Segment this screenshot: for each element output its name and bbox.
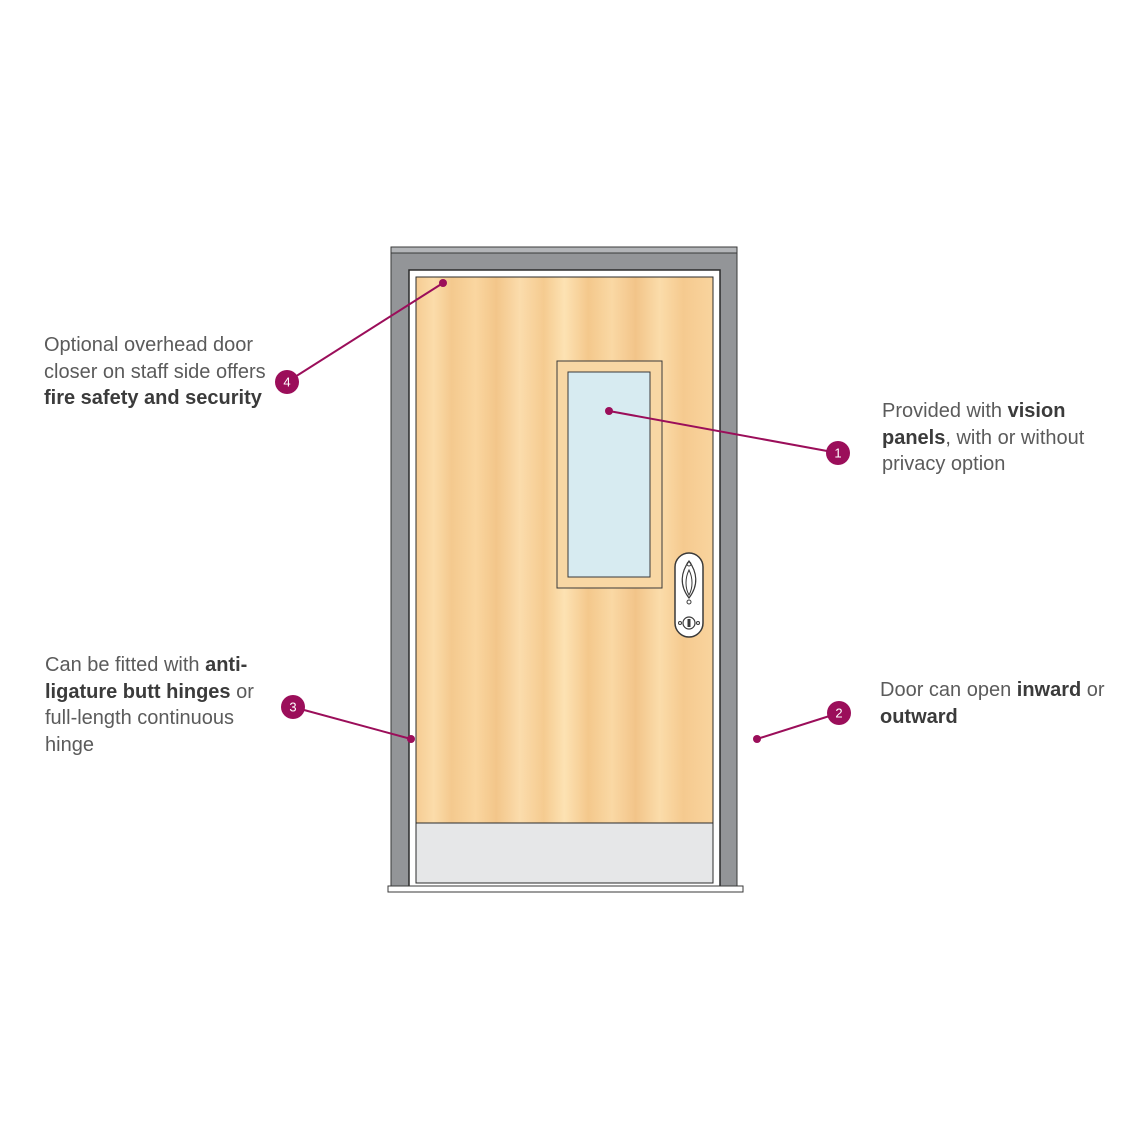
callout-1-description: Provided with vision panels, with or wit… bbox=[882, 398, 1102, 478]
callout-2-description: Door can open inward or outward bbox=[880, 677, 1120, 730]
callout-2-bold-part: inward bbox=[1016, 679, 1082, 701]
callout-2-text-part: Door can open bbox=[880, 679, 1017, 701]
callout-2-text-part: or bbox=[1081, 679, 1105, 701]
callout-2: 2 bbox=[753, 701, 851, 743]
callout-4-bold-part: fire safety and security bbox=[44, 387, 262, 409]
callout-1-text-part: Provided with bbox=[882, 400, 1008, 422]
threshold bbox=[387, 885, 744, 893]
callout-4: 4 bbox=[275, 279, 447, 394]
callout-3-point bbox=[407, 735, 415, 743]
callout-4-badge bbox=[275, 370, 299, 394]
callout-4-number: 4 bbox=[283, 375, 290, 390]
callout-1-text-part: , with or without privacy option bbox=[882, 426, 1085, 476]
callout-3-badge bbox=[281, 695, 305, 719]
callout-1-bold-part: vision panels bbox=[882, 400, 1066, 449]
callout-1-badge bbox=[826, 441, 850, 465]
callout-3: 3 bbox=[281, 695, 415, 743]
callout-3-number: 3 bbox=[289, 700, 296, 715]
callout-3-text-part: or full-length continuous hinge bbox=[45, 680, 254, 756]
callout-4-description: Optional overhead door closer on staff s… bbox=[44, 332, 274, 412]
callout-2-point bbox=[753, 735, 761, 743]
callout-1-number: 1 bbox=[834, 446, 841, 461]
callout-3-bold-part: anti-ligature butt hinges bbox=[45, 654, 248, 703]
callout-2-number: 2 bbox=[835, 706, 842, 721]
callout-1: 1 bbox=[605, 407, 850, 465]
lock-handle-icon bbox=[674, 552, 704, 638]
callout-2-badge bbox=[827, 701, 851, 725]
callout-3-text-part: Can be fitted with bbox=[45, 654, 206, 676]
callout-4-text-part: Optional overhead door closer on staff s… bbox=[44, 334, 266, 383]
callout-3-description: Can be fitted with anti-ligature butt hi… bbox=[45, 652, 275, 758]
kick-plate bbox=[415, 822, 714, 884]
callout-4-point bbox=[439, 279, 447, 287]
callout-1-point bbox=[605, 407, 613, 415]
vision-panel bbox=[556, 360, 663, 589]
callout-2-bold-part: outward bbox=[880, 705, 958, 728]
